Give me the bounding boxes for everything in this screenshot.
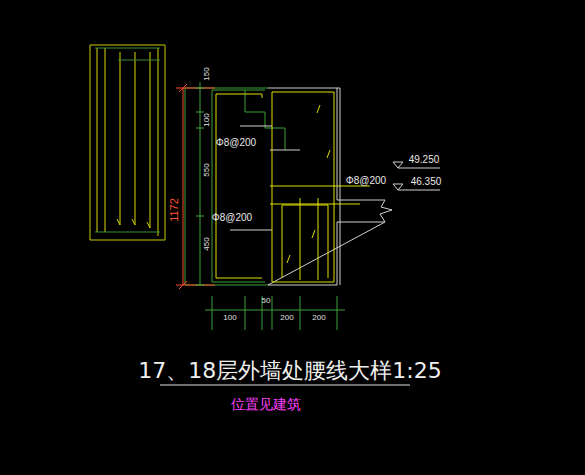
dimension-text: 50 — [262, 297, 271, 305]
elevation-label: 49.250 — [409, 155, 440, 165]
position-note: 位置见建筑 — [231, 397, 301, 411]
rebar-callout: Φ8@200 — [216, 138, 256, 148]
elevation-label: 46.350 — [411, 177, 442, 187]
dimension-text: 200 — [280, 314, 293, 322]
dimension-text: 150 — [203, 67, 211, 80]
rebar-callout: Φ8@200 — [212, 213, 252, 223]
rebar-callout: Φ8@200 — [346, 176, 386, 186]
overall-dimension: 1172 — [169, 198, 180, 222]
dimension-text: 450 — [203, 237, 211, 250]
dimension-text: 550 — [203, 163, 211, 176]
drawing-title: 17、18层外墙处腰线大样1:25 — [138, 360, 441, 382]
dimension-text: 100 — [203, 113, 211, 126]
dimension-text: 200 — [312, 314, 325, 322]
dimension-text: 100 — [223, 314, 236, 322]
